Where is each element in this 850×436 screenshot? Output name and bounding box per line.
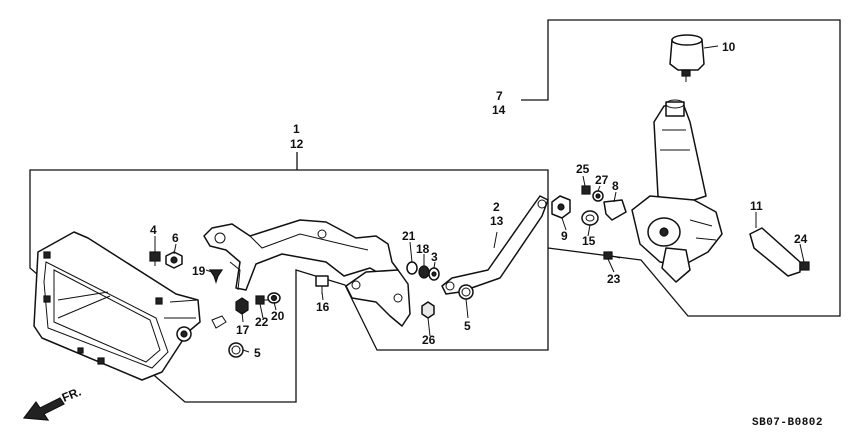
hardware-bolt-25 xyxy=(581,185,591,195)
hardware-bracket-8 xyxy=(603,199,627,221)
callout-4: 4 xyxy=(150,223,157,237)
callout-7: 7 xyxy=(496,89,503,103)
leader-lines xyxy=(154,45,805,353)
callout-8: 8 xyxy=(612,179,619,193)
callout-3: 3 xyxy=(431,250,438,264)
callout-2: 2 xyxy=(493,200,500,214)
hardware-nut-26 xyxy=(421,301,435,319)
hardware-bushing-5-left xyxy=(228,342,244,358)
callout-21: 21 xyxy=(402,229,416,243)
callout-1: 1 xyxy=(293,122,300,136)
hardware-grommet-15 xyxy=(581,210,599,226)
callout-9: 9 xyxy=(561,229,568,243)
callout-14: 14 xyxy=(492,103,506,117)
callout-labels: 1 12 7 14 2 13 4 6 19 17 22 20 16 26 21 … xyxy=(150,40,808,360)
assembly-frame-7-14 xyxy=(521,19,841,317)
callout-24: 24 xyxy=(794,232,808,246)
front-direction-marker: FR. xyxy=(22,385,83,421)
hardware-nut-24 xyxy=(799,261,810,271)
callout-18: 18 xyxy=(416,242,430,256)
upper-bracket xyxy=(203,219,399,291)
callout-15: 15 xyxy=(582,234,596,248)
callout-19: 19 xyxy=(192,264,206,278)
hardware-washer-20 xyxy=(267,292,281,304)
hardware-bolt-23 xyxy=(603,251,621,260)
hardware-bushing-5-right xyxy=(458,284,474,300)
diagram-code: SB07-B0802 xyxy=(752,417,823,429)
callout-27: 27 xyxy=(595,173,609,187)
hardware-nut-3 xyxy=(428,267,440,281)
callout-6: 6 xyxy=(172,231,179,245)
hardware-nut-17 xyxy=(235,297,249,315)
link-rod xyxy=(441,195,549,295)
motor-link-arm-11 xyxy=(749,227,801,277)
callout-23: 23 xyxy=(607,272,621,286)
callout-5-right: 5 xyxy=(464,319,471,333)
hardware-nut-9 xyxy=(551,195,571,219)
callout-11: 11 xyxy=(750,199,763,213)
callout-13: 13 xyxy=(490,214,504,228)
hardware-washer-18 xyxy=(418,265,430,279)
headlight-housing-frame xyxy=(33,231,227,381)
callout-22: 22 xyxy=(255,315,269,329)
callout-26: 26 xyxy=(422,333,436,347)
callout-16: 16 xyxy=(316,300,330,314)
hardware-washer-27 xyxy=(592,190,604,202)
callout-17: 17 xyxy=(236,323,250,337)
callout-5-left: 5 xyxy=(254,346,261,360)
callout-25: 25 xyxy=(576,162,590,176)
hardware-washer-21 xyxy=(406,261,418,275)
hardware-clip-19 xyxy=(208,269,224,284)
callout-20: 20 xyxy=(271,309,285,323)
callout-10: 10 xyxy=(722,40,736,54)
headlight-motor-assembly xyxy=(631,99,723,283)
lower-bracket xyxy=(345,269,411,327)
motor-cap xyxy=(669,34,705,82)
hardware-bolt-4 xyxy=(149,251,161,266)
callout-12: 12 xyxy=(290,137,304,151)
hardware-nut-6 xyxy=(165,251,183,269)
hardware-bolt-16 xyxy=(315,275,329,294)
front-marker-label: FR. xyxy=(60,385,83,405)
